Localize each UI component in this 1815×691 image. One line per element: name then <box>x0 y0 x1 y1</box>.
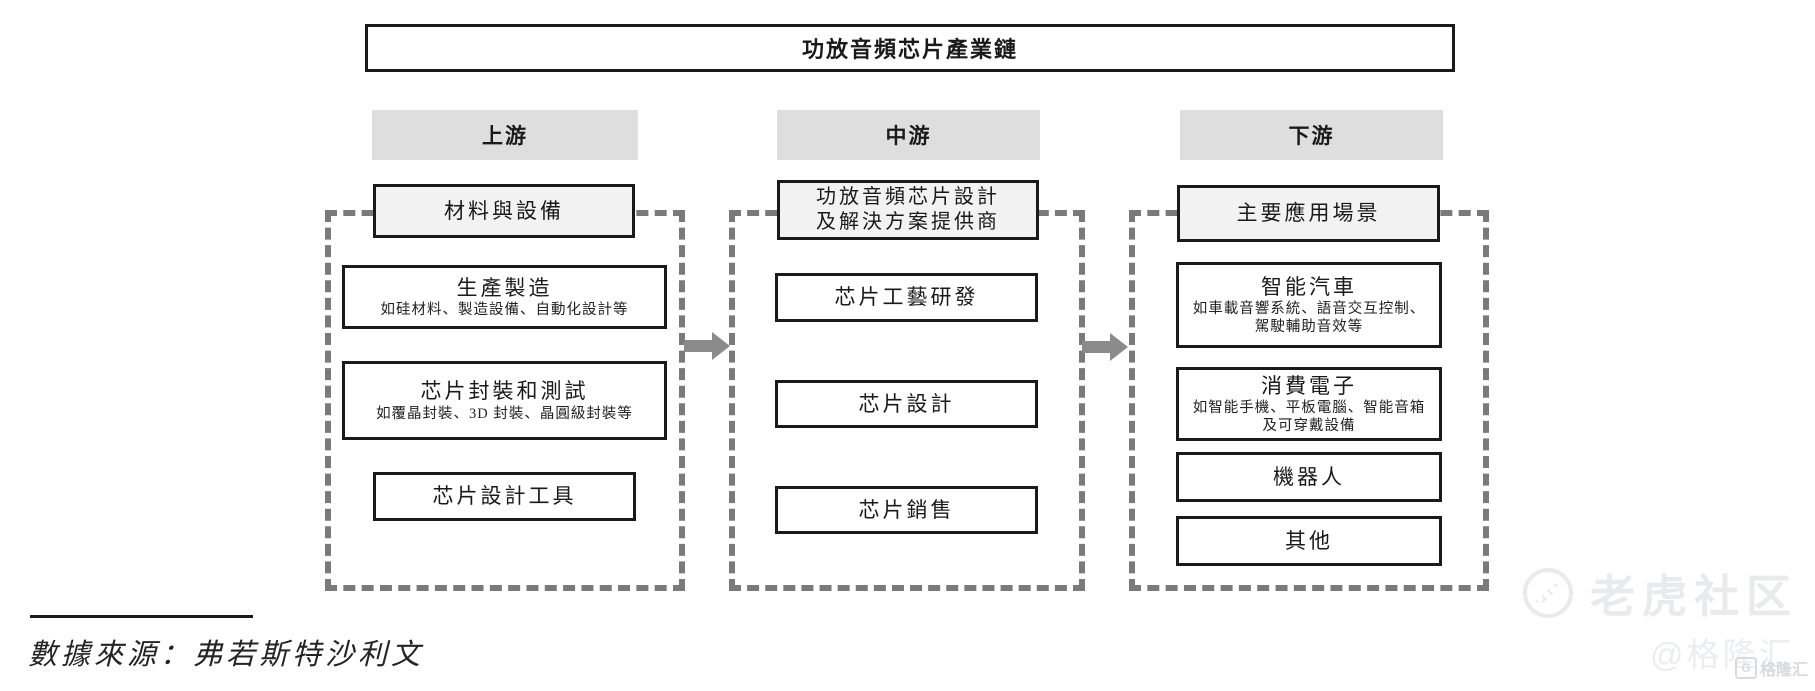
node-label: 主要應用場景 <box>1236 201 1381 226</box>
node-production-manufacturing: 生產製造 如硅材料、製造設備、自動化設計等 <box>342 265 667 329</box>
node-chip-sales: 芯片銷售 <box>775 486 1038 534</box>
node-label: 材料與設備 <box>444 198 564 223</box>
gelonghui-handle-watermark: @格隆汇 <box>1650 636 1795 673</box>
node-sublabel-line1: 如車載音響系統、語音交互控制、 <box>1192 301 1426 317</box>
node-sublabel-line2: 及可穿戴設備 <box>1262 418 1356 435</box>
column-header-upstream: 上游 <box>372 110 638 160</box>
node-label: 其他 <box>1285 528 1333 553</box>
tiger-community-label: 老虎社区 <box>1590 571 1799 622</box>
flow-arrow-right-icon <box>684 332 730 360</box>
node-main-application-scenarios: 主要應用場景 <box>1177 185 1440 242</box>
node-label-line2: 及解決方案提供商 <box>816 211 1000 233</box>
node-label-line1: 功放音頻芯片設計 <box>816 186 1000 208</box>
node-label: 芯片設計工具 <box>432 484 577 509</box>
node-label: 智能汽車 <box>1261 274 1357 299</box>
footnote-divider <box>30 615 253 618</box>
node-others: 其他 <box>1176 516 1442 566</box>
diagram-title-text: 功放音頻芯片產業鏈 <box>801 37 1018 62</box>
gelonghui-logo-icon: G <box>1735 657 1757 679</box>
downstream-header-label: 下游 <box>1288 124 1335 148</box>
midstream-header-label: 中游 <box>885 124 932 148</box>
node-sublabel: 如硅材料、製造設備、自動化設計等 <box>380 302 629 319</box>
column-header-midstream: 中游 <box>777 110 1040 160</box>
node-chip-design: 芯片設計 <box>775 380 1038 428</box>
node-sublabel-line2: 駕駛輔助音效等 <box>1254 319 1364 336</box>
node-chip-design-tools: 芯片設計工具 <box>373 472 636 521</box>
node-process-rnd: 芯片工藝研發 <box>775 273 1038 322</box>
gelonghui-logo-watermark: G 格隆汇 <box>1735 656 1808 680</box>
node-label: 芯片封裝和測試 <box>420 379 589 404</box>
node-packaging-testing: 芯片封裝和測試 如覆晶封裝、3D 封裝、晶圓級封裝等 <box>342 361 667 440</box>
node-label: 生產製造 <box>456 275 553 300</box>
node-materials-equipment: 材料與設備 <box>373 184 635 238</box>
tiger-logo-icon <box>1523 567 1573 618</box>
node-label: 機器人 <box>1273 464 1345 489</box>
node-sublabel: 如覆晶封裝、3D 封裝、晶圓級封裝等 <box>376 405 633 422</box>
data-source-note: 數據來源：弗若斯特沙利文 <box>28 639 425 671</box>
node-label: 芯片設計 <box>858 391 955 416</box>
upstream-header-label: 上游 <box>482 124 528 148</box>
node-robots: 機器人 <box>1176 452 1442 502</box>
column-header-downstream: 下游 <box>1180 110 1443 160</box>
diagram-title: 功放音頻芯片產業鏈 <box>365 24 1455 72</box>
flow-arrow-right-icon <box>1082 333 1128 361</box>
node-label: 消費電子 <box>1261 373 1357 398</box>
node-chip-design-solution-provider: 功放音頻芯片設計 及解決方案提供商 <box>777 180 1039 240</box>
node-consumer-electronics: 消費電子 如智能手機、平板電腦、智能音箱 及可穿戴設備 <box>1176 367 1442 441</box>
node-sublabel-line1: 如智能手機、平板電腦、智能音箱 <box>1192 400 1426 416</box>
node-smart-vehicles: 智能汽車 如車載音響系統、語音交互控制、 駕駛輔助音效等 <box>1176 262 1442 348</box>
node-label: 芯片銷售 <box>858 497 955 522</box>
node-label: 芯片工藝研發 <box>834 285 979 310</box>
tiger-community-watermark: 老虎社区 <box>1522 560 1798 625</box>
gelonghui-logo-label: 格隆汇 <box>1760 662 1809 679</box>
